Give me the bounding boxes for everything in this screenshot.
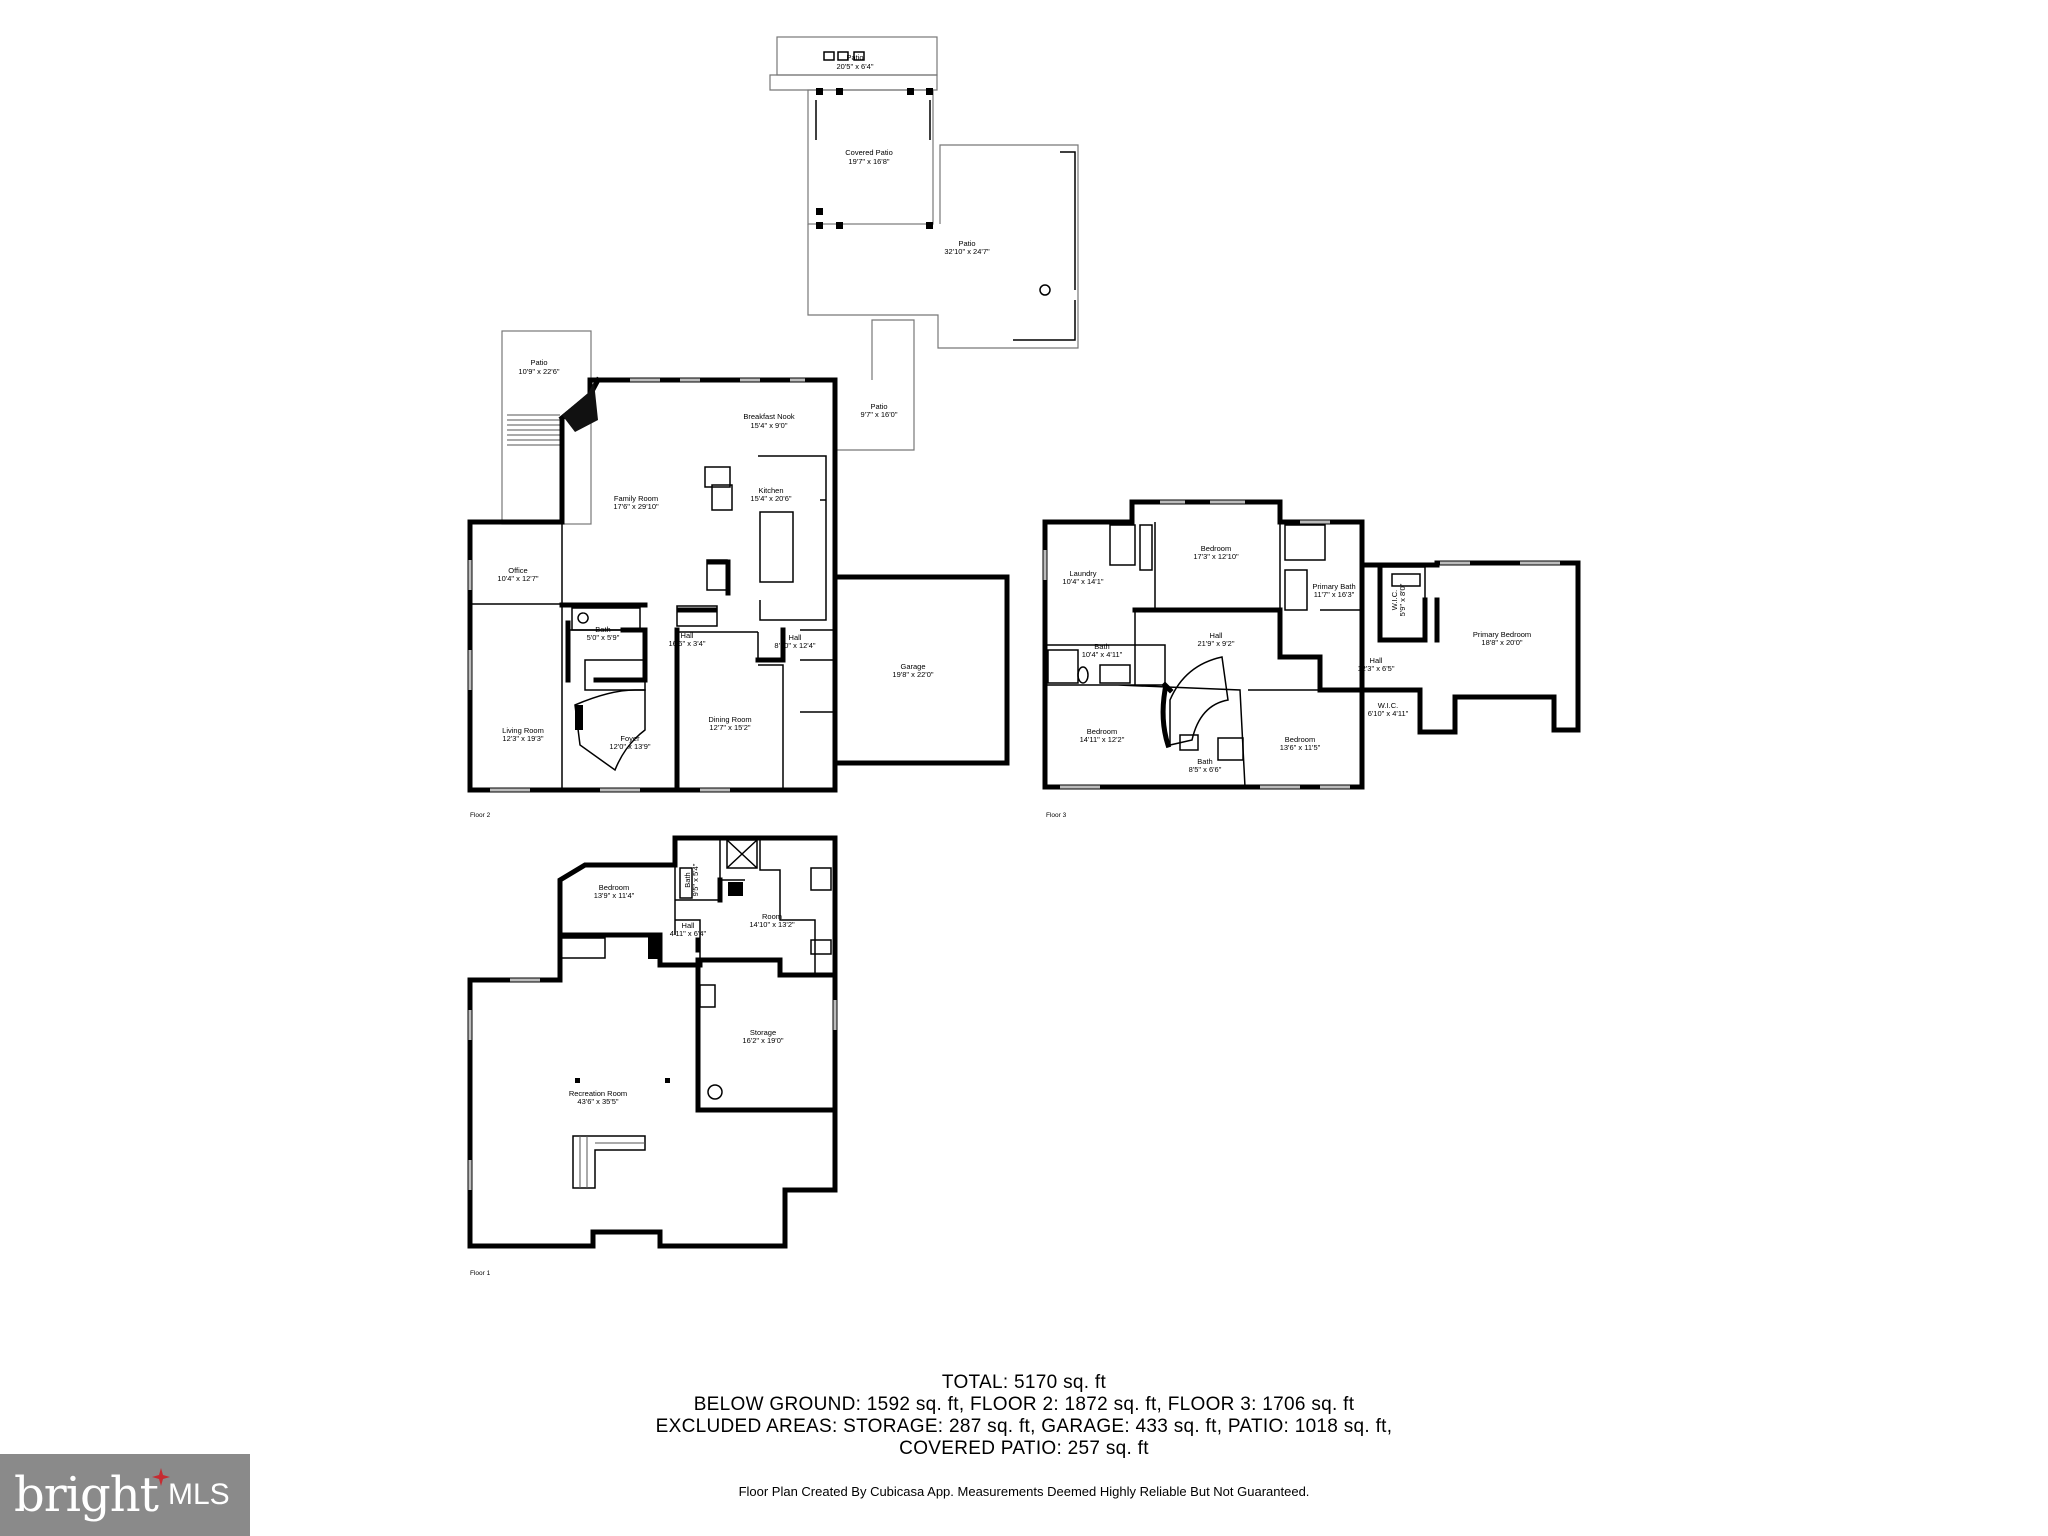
room-name: Covered Patio [845, 148, 893, 157]
room-name: Hall [682, 921, 695, 930]
room-name: Primary Bedroom [1473, 630, 1531, 639]
room-name: Bath [683, 872, 692, 887]
room-dims: 8'10" x 12'4" [774, 641, 815, 650]
room-dims: 15'4" x 9'0" [751, 421, 788, 430]
room-dims: 21'9" x 9'2" [1198, 639, 1235, 648]
room-dims: 15'4" x 20'6" [750, 494, 791, 503]
room-dims: 4'11" x 6'4" [670, 929, 707, 938]
summary-floors: BELOW GROUND: 1592 sq. ft, FLOOR 2: 1872… [693, 1394, 1355, 1415]
room-dims: 32'10" x 24'7" [944, 247, 990, 256]
room-dims: 10'9" x 22'6" [518, 367, 559, 376]
room-dims: 14'10" x 13'2" [749, 920, 795, 929]
room-dims: 14'11" x 12'2" [1080, 735, 1125, 744]
room-name: W.I.C. [1390, 590, 1399, 610]
room-name: Patio [870, 402, 887, 411]
room-dims: 9'5" x 5'4" [691, 863, 700, 896]
room-name: W.I.C. [1378, 701, 1398, 710]
room-name: Bath [595, 625, 610, 634]
room-dims: 16'6" x 3'4" [669, 639, 706, 648]
bright-mls-logo: bright MLS [0, 1454, 250, 1536]
room-name: Bedroom [1201, 544, 1231, 553]
floor-3-label: Floor 3 [1046, 812, 1067, 819]
room-name: Hall [789, 633, 802, 642]
room-dims: 20'5" x 6'4" [837, 62, 874, 71]
room-dims: 6'10" x 4'11" [1368, 709, 1409, 718]
room-name: Bedroom [1087, 727, 1117, 736]
room-dims: 10'4" x 4'11" [1082, 650, 1123, 659]
room-dims: 17'6" x 29'10" [613, 502, 659, 511]
room-dims: 19'8" x 22'0" [892, 670, 933, 679]
room-dims: 17'3" x 12'10" [1193, 552, 1239, 561]
room-dims: 12'7" x 15'2" [709, 723, 750, 732]
room-name: Laundry [1069, 569, 1096, 578]
room-name: Patio [530, 358, 547, 367]
floor-1-label: Floor 1 [470, 1270, 491, 1277]
room-name: Bath [1094, 642, 1109, 651]
summary-covered-patio: COVERED PATIO: 257 sq. ft [899, 1438, 1149, 1459]
room-name: Patio [958, 239, 975, 248]
room-name: Foyer [620, 734, 640, 743]
logo-suffix: MLS [167, 1478, 230, 1511]
room-name: Breakfast Nook [743, 412, 795, 421]
room-name: Bedroom [1285, 735, 1315, 744]
room-name: Bedroom [599, 883, 629, 892]
room-name: Primary Bath [1312, 582, 1355, 591]
room-dims: 19'7" x 16'8" [848, 157, 889, 166]
logo-brand: bright [14, 1467, 159, 1523]
room-dims: 18'8" x 20'0" [1481, 638, 1522, 647]
room-dims: 11'7" x 16'3" [1314, 590, 1355, 599]
room-dims: 16'2" x 19'0" [742, 1036, 783, 1045]
room-dims: 13'9" x 11'4" [594, 891, 635, 900]
room-dims: 12'3" x 6'5" [1358, 664, 1395, 673]
room-dims: 10'4" x 14'1" [1062, 577, 1103, 586]
room-name: Hall [1210, 631, 1223, 640]
room-dims: 5'0" x 5'9" [587, 633, 620, 642]
disclaimer-text: Floor Plan Created By Cubicasa App. Meas… [738, 1484, 1310, 1499]
room-name: Living Room [502, 726, 544, 735]
room-name: Storage [750, 1028, 776, 1037]
room-name: Recreation Room [569, 1089, 627, 1098]
summary-excluded: EXCLUDED AREAS: STORAGE: 287 sq. ft, GAR… [655, 1416, 1393, 1437]
room-name: Kitchen [758, 486, 783, 495]
room-dims: 12'3" x 19'3" [502, 734, 543, 743]
room-dims: 12'0" x 13'9" [609, 742, 650, 751]
room-dims: 43'6" x 35'5" [577, 1097, 618, 1106]
room-name: Family Room [614, 494, 658, 503]
room-name: Hall [1370, 656, 1383, 665]
floor-1-plan: Floor 1 Bedroom 13'9" x 11'4" Bath 9'5" … [467, 835, 838, 1277]
room-name: Dining Room [708, 715, 751, 724]
room-dims: 10'4" x 12'7" [497, 574, 538, 583]
room-name: Garage [900, 662, 925, 671]
room-name: Hall [681, 631, 694, 640]
room-dims: 9'7" x 16'0" [861, 410, 898, 419]
logo-star-icon [152, 1468, 170, 1486]
room-dims: 5'9" x 8'0" [1398, 583, 1407, 616]
area-summary: TOTAL: 5170 sq. ft BELOW GROUND: 1592 sq… [0, 1372, 2048, 1460]
room-dims: 8'5" x 6'6" [1189, 765, 1222, 774]
room-name: Office [508, 566, 527, 575]
room-dims: 13'6" x 11'5" [1280, 743, 1321, 752]
floor-2-label: Floor 2 [470, 812, 491, 819]
room-name: Room [762, 912, 782, 921]
room-name: Patio [846, 53, 863, 62]
floor-2-plan: Floor 2 Patio 20'5" x 6'4" Covered Patio… [467, 36, 1079, 819]
floor-3-plan: Floor 3 Laundry 10'4" x 14'1" Bedroom 17… [1042, 499, 1581, 819]
room-name: Bath [1197, 757, 1212, 766]
summary-total: TOTAL: 5170 sq. ft [941, 1372, 1107, 1393]
